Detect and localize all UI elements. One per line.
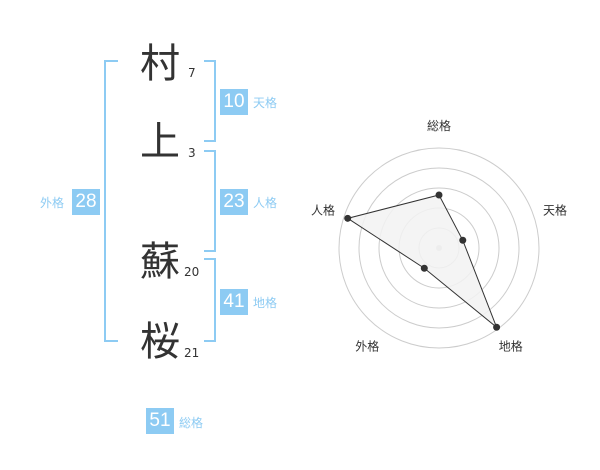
gaikaku-value: 28: [72, 189, 100, 215]
tenkaku-bracket: [204, 60, 216, 142]
tenkaku-label: 天格: [253, 96, 278, 110]
chikaku-bracket: [204, 258, 216, 342]
radar-point-2: [459, 236, 467, 244]
radar-polygon: [346, 194, 498, 329]
soukaku-label: 総格: [179, 416, 204, 430]
jinkaku-label: 人格: [253, 196, 278, 210]
soukaku-value: 51: [146, 408, 174, 434]
jinkaku-bracket: [204, 150, 216, 252]
name-char-4: 桜: [140, 319, 180, 365]
chikaku-value: 41: [220, 289, 248, 315]
stroke-count-3: 20: [184, 265, 200, 279]
name-char-2: 上: [140, 119, 180, 165]
radar-ring: [338, 147, 540, 349]
radar-axis-label-3: 地格: [499, 339, 523, 354]
radar-axis-label-1: 総格: [427, 118, 451, 133]
radar-ring: [358, 167, 520, 329]
jinkaku-value: 23: [220, 189, 248, 215]
name-char-1: 村: [140, 41, 180, 87]
name-char-3: 蘇: [140, 239, 180, 285]
radar-point-4: [420, 264, 428, 272]
radar-axis-label-4: 外格: [355, 339, 379, 354]
stroke-count-2: 3: [188, 146, 196, 160]
chikaku-label: 地格: [253, 296, 278, 310]
radar-ring: [378, 187, 500, 309]
radar-point-3: [493, 323, 501, 331]
stroke-count-1: 7: [188, 66, 196, 80]
tenkaku-value: 10: [220, 89, 248, 115]
radar-axis-label-2: 天格: [543, 202, 567, 217]
radar-point-5: [344, 214, 352, 222]
gaikaku-label: 外格: [40, 196, 65, 210]
gaikaku-bracket: [104, 60, 118, 342]
stroke-count-4: 21: [184, 346, 200, 360]
radar-point-1: [435, 191, 443, 199]
radar-axis-label-5: 人格: [311, 202, 335, 217]
